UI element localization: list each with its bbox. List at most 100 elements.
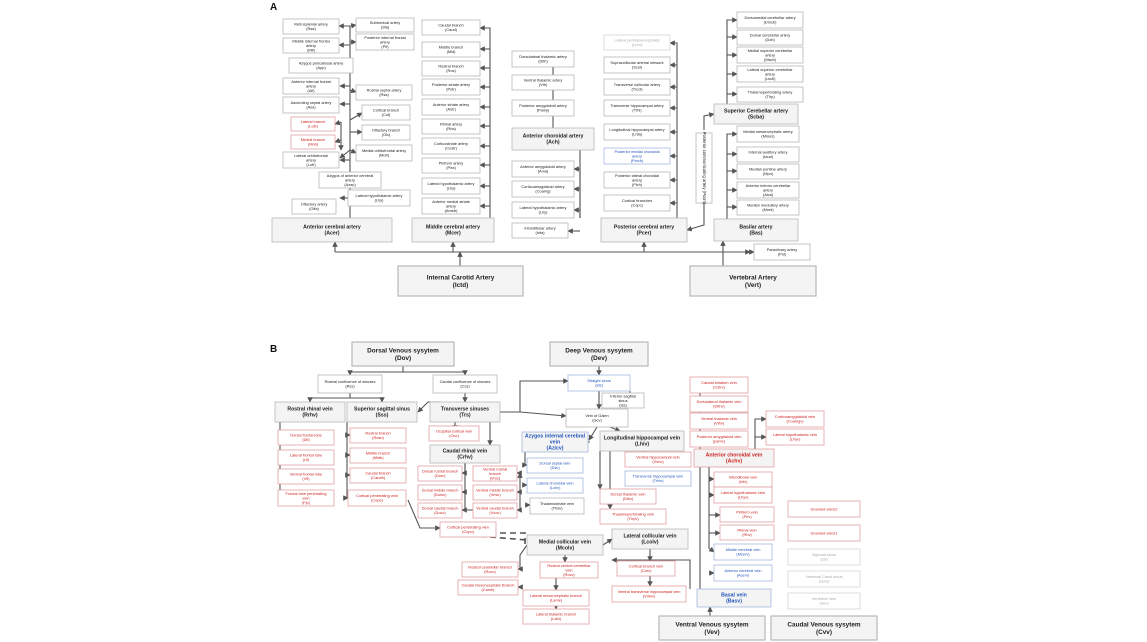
node-lhiv: Longitudinal hippocampal vein(Lhiv) xyxy=(599,430,685,452)
node-lolb: Lateral branch(Lolb) xyxy=(290,116,336,132)
node-label: Ventral caudal branch(Vcoc) xyxy=(476,506,514,515)
node-vertv: Vertebral Vein(Vev) xyxy=(787,592,861,610)
connector-66 xyxy=(403,370,468,376)
node-box xyxy=(689,412,749,430)
node-box xyxy=(787,570,861,588)
node-label: Azygos pericallosal artery(App) xyxy=(299,61,343,70)
node-box xyxy=(397,265,524,297)
node-box xyxy=(526,477,584,494)
node-label: Ventral middle branch(Vmic) xyxy=(476,488,514,497)
node-dthv: Dorsal thalamic vein(Dthv) xyxy=(599,488,657,505)
node-label: Ventral thalamic vein(Vthv) xyxy=(701,416,737,425)
node-box xyxy=(736,65,804,83)
node-box xyxy=(529,497,585,515)
node-label: Vein of Galen(Gcv) xyxy=(585,413,608,422)
node-label: Rhinal vein(Rhv) xyxy=(737,528,756,537)
node-box xyxy=(421,177,481,195)
connector-123 xyxy=(708,467,715,553)
node-box xyxy=(689,376,749,394)
node-box xyxy=(713,103,799,125)
node-ama: Anterior amygdaloid artery(Ama) xyxy=(511,160,575,178)
node-box xyxy=(421,157,481,174)
node-coamgv: Corticoamygdaloid vein(Coamgv) xyxy=(765,410,825,428)
node-box xyxy=(417,502,463,519)
node-dcb: Dorsal cerebellar artery(Dcb) xyxy=(736,29,804,46)
node-cvv: Caudal Venous sysytem(Cvv) xyxy=(770,615,878,641)
node-box xyxy=(511,160,575,178)
node-box xyxy=(770,615,878,641)
node-box xyxy=(277,468,335,485)
node-cof: Cortical branch(Cof) xyxy=(361,104,411,121)
node-pamy: Posterior amygdaloid artery(Pamy) xyxy=(511,99,575,117)
connector-67 xyxy=(307,393,351,403)
node-label: Middle cerebral vein(Mcerv) xyxy=(726,547,761,556)
node-lhyv2: Lateral hypothalamic vein(Lhyv) xyxy=(713,486,773,504)
node-box xyxy=(429,401,501,423)
node-label: Dorsal septal vein(Dsv) xyxy=(540,461,571,470)
node-box xyxy=(693,448,775,468)
connector-129 xyxy=(611,557,691,589)
node-box xyxy=(461,561,519,578)
node-costr: Corticostriate artery(Costr) xyxy=(421,137,481,155)
node-box xyxy=(787,500,861,518)
connector-71 xyxy=(500,378,569,413)
node-box xyxy=(472,465,518,482)
node-label: Ventral transverse hippocampal vein(Vtrh… xyxy=(618,589,681,598)
connector-33 xyxy=(573,166,581,218)
node-astr: Anterior striate artery(Astr) xyxy=(421,98,481,116)
node-box xyxy=(719,524,775,541)
node-box xyxy=(277,429,335,446)
node-caudb: Caudal branch(Caudb) xyxy=(349,467,407,484)
connector-65 xyxy=(347,366,404,376)
node-box xyxy=(603,78,671,96)
node-label: Internal auditory artery(Iaud) xyxy=(749,150,788,159)
node-lhy3: Lateral hypothalamic artery(Lhy) xyxy=(511,201,575,219)
node-label: Anterior choroidal vein(Achv) xyxy=(706,453,763,465)
node-label: Dorsal rostral branch(Dorc) xyxy=(422,469,458,478)
connector-94 xyxy=(407,499,441,531)
node-label: Ventral hippocampal vein(Vshv) xyxy=(636,455,679,464)
node-label: Dorsal caudal branch(Docc) xyxy=(422,506,459,515)
node-label: Dorsolateral thalamic vein(Dlthv) xyxy=(697,399,742,408)
node-box xyxy=(291,198,337,215)
connector-12 xyxy=(349,87,357,94)
node-label: Posterior communicating artery (Pcom) xyxy=(702,132,707,205)
node-mofr: Medial orbitofrontal artery(Mofr) xyxy=(355,144,413,162)
node-label: Anterior amygdaloid artery(Ama) xyxy=(520,164,566,173)
node-dorc: Dorsal rostral branch(Dorc) xyxy=(417,465,463,482)
node-label: Vertebral Canal sinus(vens) xyxy=(806,574,843,583)
node-unv2: Unamed veins2 xyxy=(787,500,861,518)
node-box xyxy=(565,408,629,428)
node-box xyxy=(511,180,575,198)
node-lhyv: Lateral hypothalamic vein(Lhyv) xyxy=(765,428,825,446)
node-box xyxy=(736,86,804,103)
node-label: Median medullary artery(Mmd) xyxy=(747,203,789,212)
node-label: Lateral hypothalamic vein(Lhyv) xyxy=(773,432,817,441)
node-pcer: Posterior cerebral artery(Pcer) xyxy=(600,217,688,243)
node-ccs: Caudal confluence of sinuses(Ccs) xyxy=(432,374,498,394)
node-label: Ventral Venous sysytem(Vev) xyxy=(675,621,748,635)
node-label: Ventral thalamic artery(Vth) xyxy=(524,78,563,87)
node-label: Straight sinus(sts) xyxy=(587,378,611,387)
node-box xyxy=(355,33,415,51)
node-lcolv: Lateral collicular vein(Lcolv) xyxy=(611,528,689,550)
node-box xyxy=(511,127,595,151)
node-label: Internal Carotid Artery(Ictd) xyxy=(427,274,495,288)
node-box xyxy=(349,467,407,484)
node-box xyxy=(290,134,336,150)
node-box xyxy=(624,451,692,468)
node-label: Caudal confluence of sinuses(Ccs) xyxy=(440,379,491,388)
node-box xyxy=(511,99,575,117)
node-rcs: Rostral confluence of sinuses(Rcs) xyxy=(317,374,383,394)
node-gcv: Vein of Galen(Gcv) xyxy=(565,408,629,428)
node-iaud: Internal auditory artery(Iaud) xyxy=(736,146,800,163)
node-box xyxy=(349,447,407,464)
node-box xyxy=(421,118,481,135)
